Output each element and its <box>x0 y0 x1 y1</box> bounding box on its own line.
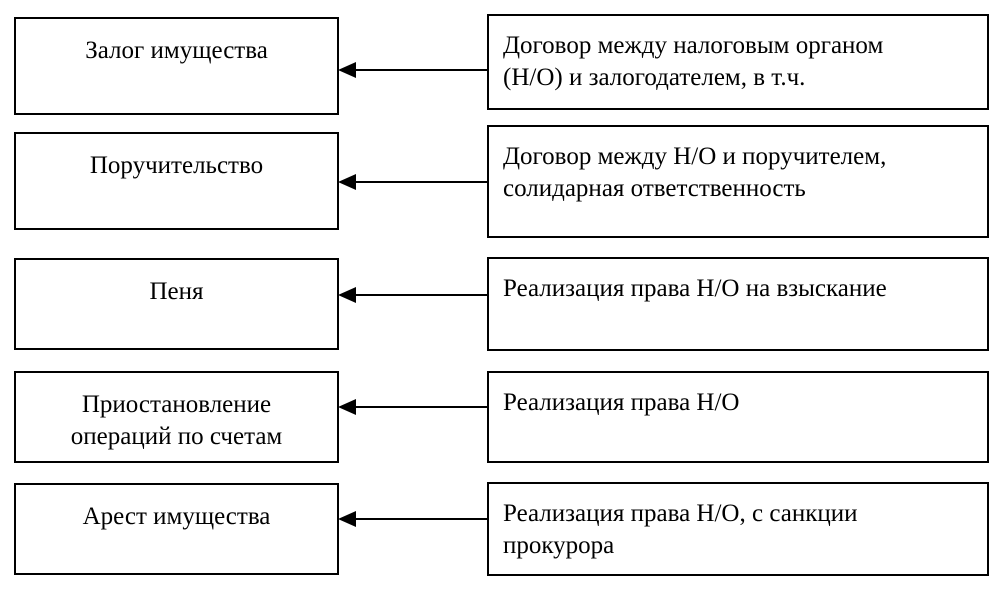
right-box-text: Реализация права Н/О <box>503 389 740 416</box>
right-box-penalty-desc: Реализация права Н/О на взыскание <box>487 257 989 351</box>
right-box-text: солидарная ответственность <box>503 175 806 202</box>
right-box-text: Договор между налоговым органом <box>503 32 884 59</box>
left-box-suspension: Приостановление операций по счетам <box>14 371 339 463</box>
left-box-pledge: Залог имущества <box>14 17 339 115</box>
right-box-text: Реализация права Н/О, с санкции <box>503 500 858 527</box>
arrow-row-4 <box>338 399 487 415</box>
left-box-text: Приостановление <box>81 391 272 418</box>
arrow-row-2 <box>338 174 487 190</box>
left-box-text: Залог имущества <box>85 37 268 64</box>
left-box-text: Пеня <box>149 278 204 305</box>
arrow-row-3 <box>338 287 487 303</box>
right-box-text: прокурора <box>503 532 615 559</box>
arrow-row-1 <box>338 62 487 78</box>
left-box-arrest: Арест имущества <box>14 483 339 575</box>
right-box-text: (Н/О) и залогодателем, в т.ч. <box>503 64 806 91</box>
right-box-text: Договор между Н/О и поручителем, <box>503 143 887 170</box>
right-box-surety-desc: Договор между Н/О и поручителем, солидар… <box>487 125 989 238</box>
left-box-penalty: Пеня <box>14 258 339 350</box>
right-box-pledge-desc: Договор между налоговым органом (Н/О) и … <box>487 14 989 110</box>
left-box-text: операций по счетам <box>70 423 283 450</box>
arrow-row-5 <box>338 511 487 527</box>
left-box-text: Поручительство <box>89 152 264 179</box>
left-box-text: Арест имущества <box>82 503 271 530</box>
right-box-suspension-desc: Реализация права Н/О <box>487 371 989 463</box>
right-box-arrest-desc: Реализация права Н/О, с санкции прокурор… <box>487 482 989 576</box>
right-box-text: Реализация права Н/О на взыскание <box>503 275 887 302</box>
left-box-surety: Поручительство <box>14 132 339 230</box>
